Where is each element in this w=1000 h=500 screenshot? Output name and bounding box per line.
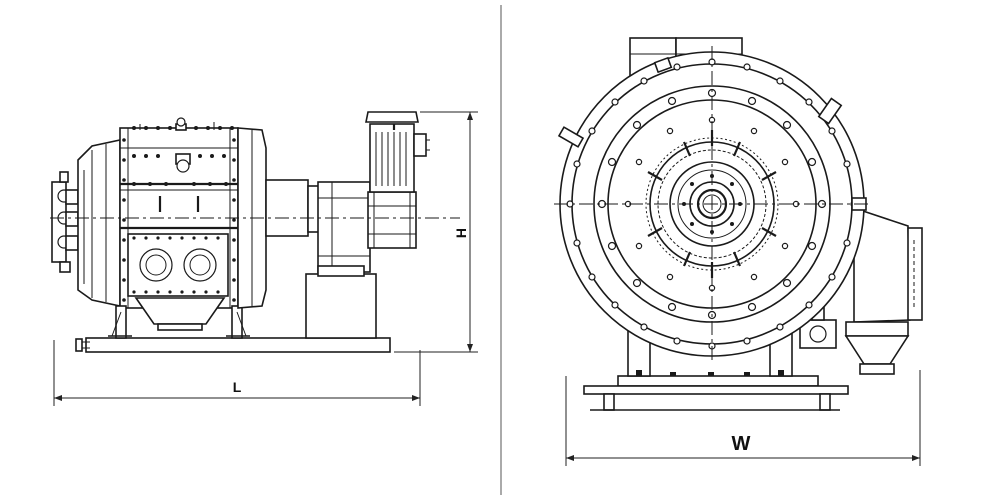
height-dimension: H	[394, 111, 478, 353]
height-label: H	[453, 228, 469, 238]
length-dimension: L	[53, 340, 421, 406]
width-dimension: W	[565, 370, 921, 466]
coupling-housing	[317, 181, 371, 273]
base-frame	[75, 337, 391, 353]
discharge-hopper	[134, 297, 226, 325]
inspection-panel	[127, 233, 229, 297]
front-view	[554, 37, 923, 411]
inner-bolt-ring	[624, 116, 800, 292]
side-duct	[844, 206, 923, 375]
width-label: W	[732, 433, 751, 455]
vertical-motor	[365, 111, 430, 193]
middle-bolt-ring	[597, 88, 827, 320]
side-view	[50, 111, 460, 353]
motor-pedestal	[305, 273, 377, 339]
lower-bearing	[799, 303, 837, 349]
left-end-valves	[51, 171, 79, 273]
outer-bolt-ring	[566, 58, 858, 350]
top-fittings	[139, 117, 215, 173]
gearbox	[367, 191, 417, 249]
length-label: L	[233, 379, 242, 395]
support-legs	[108, 305, 250, 339]
bearing-block	[265, 179, 309, 237]
